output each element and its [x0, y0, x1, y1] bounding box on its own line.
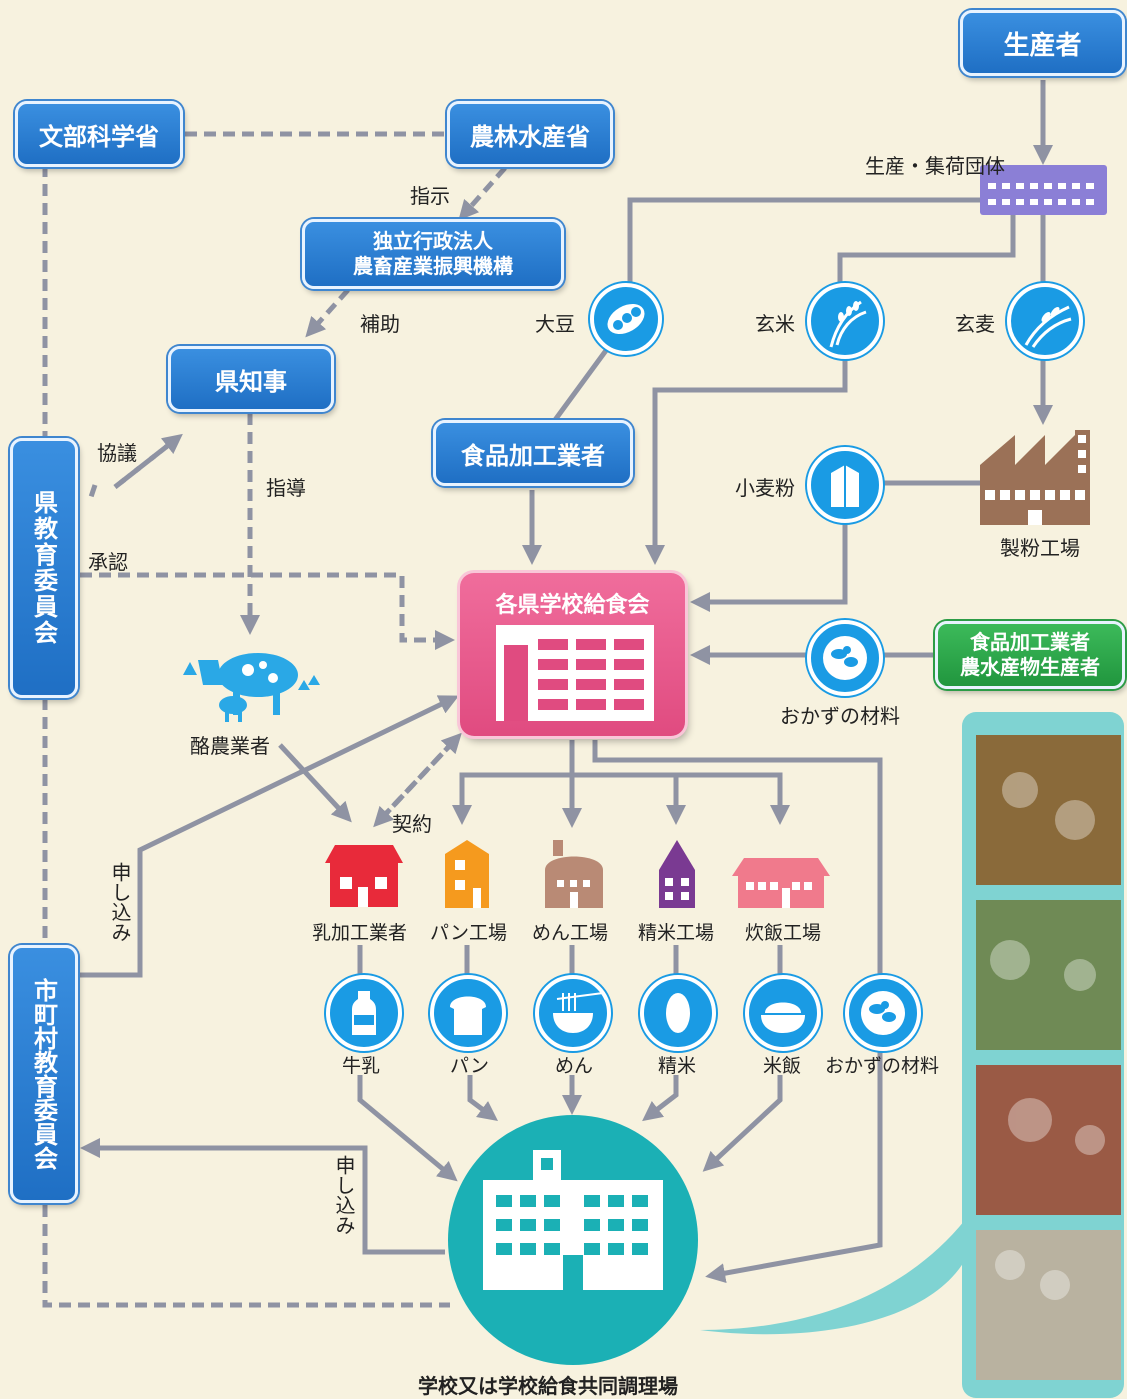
photo-kitchen-staff: [976, 1230, 1121, 1380]
application-label-2: 申し込み: [332, 1155, 356, 1235]
collection-group-building: [980, 165, 1107, 215]
factory-label-dairy: 乳加工業者: [312, 922, 408, 944]
brown-rice-circle: [807, 283, 883, 359]
school-circle: [448, 1115, 698, 1365]
mext-box: 文部科学省: [15, 101, 183, 167]
side-dish-circle-top: [807, 620, 883, 696]
rice-plant-icon: [829, 300, 867, 348]
side-dish-label-top: おかずの材料: [780, 704, 900, 728]
application-label-1: 申し込み: [108, 862, 132, 942]
milk-bottle-icon: [352, 991, 376, 1035]
brown-rice-label: 玄米: [755, 312, 795, 336]
producer-box: 生産者: [960, 10, 1125, 76]
contract-label: 契約: [392, 812, 432, 836]
mext-label: 文部科学省: [39, 122, 159, 151]
factory-label-rice-cook: 炊飯工場: [745, 922, 822, 944]
factory-icon: [980, 430, 1090, 525]
consultation-label: 協議: [97, 441, 137, 465]
photo-children-eating-1: [976, 735, 1121, 885]
rice-cooking-factory-building: [732, 858, 830, 908]
pref-board-box: 県教育委員会: [10, 438, 78, 698]
factory-label-noodle: めん工場: [532, 922, 609, 944]
photo-children-eating-3: [976, 1065, 1121, 1215]
rice-polishing-factory-building: [655, 840, 699, 908]
food-processor-label: 食品加工業者: [461, 441, 605, 470]
wheat-label: 玄麦: [955, 312, 995, 336]
school-building-icon: [483, 1150, 663, 1290]
noodle-circle: [535, 975, 611, 1051]
flour-circle: [807, 447, 883, 523]
soybean-label: 大豆: [535, 312, 575, 336]
item-label-noodle: めん: [555, 1055, 594, 1077]
noodle-bowl-icon: [553, 992, 604, 1033]
soybean-icon: [607, 303, 645, 335]
polished-rice-circle: [640, 975, 716, 1051]
bread-circle: [430, 975, 506, 1051]
bread-factory-icon: [445, 840, 489, 908]
maff-box: 農林水産省: [447, 101, 613, 167]
dairy-farmer-label: 酪農業者: [190, 734, 270, 758]
maff-label: 農林水産省: [470, 122, 590, 151]
governor-box: 県知事: [168, 346, 334, 412]
factory-label-bread: パン工場: [430, 922, 507, 944]
office-building-icon: [496, 625, 654, 721]
guidance-label: 指導: [266, 476, 306, 500]
vegetables-icon: [861, 991, 905, 1035]
rice-factory-icon: [659, 840, 695, 908]
bread-factory-building: [445, 840, 489, 908]
city-board-box: 市町村教育委員会: [10, 945, 78, 1203]
flour-label: 小麦粉: [735, 476, 795, 500]
wheat-circle: [1007, 283, 1083, 359]
item-label-polished-rice: 精米: [658, 1055, 697, 1077]
wheat-icon: [1024, 305, 1072, 348]
side-dish-circle-bottom: [845, 975, 921, 1051]
factory-label-rice-polish: 精米工場: [638, 922, 715, 944]
city-board-label: 市町村教育委員会: [29, 978, 58, 1170]
vegetables-icon: [823, 636, 867, 680]
rice-bowl-icon: [761, 1002, 805, 1033]
flour-bag-icon: [831, 465, 859, 507]
noodle-factory-icon: [545, 840, 603, 908]
item-label-milk: 牛乳: [342, 1055, 381, 1077]
milk-circle: [326, 975, 402, 1051]
soybean-circle: [590, 283, 662, 355]
pref-board-label: 県教育委員会: [29, 490, 58, 646]
item-label-cooked-rice: 米飯: [763, 1055, 802, 1077]
subsidy-label: 補助: [360, 312, 400, 336]
approval-label: 承認: [88, 550, 128, 574]
flour-mill-label: 製粉工場: [1000, 536, 1080, 560]
noodle-factory-building: [545, 840, 603, 908]
dairy-cows-illustration: [178, 640, 328, 725]
food-processor-box: 食品加工業者: [433, 420, 633, 486]
alic-box: 独立行政法人 農畜産業振興機構: [302, 219, 564, 289]
school-lunch-association-label: 各県学校給食会: [495, 593, 650, 618]
collection-group-label: 生産・集荷団体: [865, 154, 1005, 178]
flour-mill-building: [980, 425, 1107, 525]
item-label-bread: パン: [450, 1055, 489, 1077]
processor-farmer-box: 食品加工業者 農水産物生産者: [935, 621, 1125, 689]
school-lunch-association-box: 各県学校給食会: [460, 573, 685, 736]
cow-icon: [183, 653, 320, 722]
rice-grain-icon: [666, 993, 690, 1033]
school-label: 学校又は学校給食共同調理場: [418, 1374, 678, 1398]
rice-cooking-factory-icon: [732, 858, 830, 908]
processor-farmer-label: 食品加工業者 農水産物生産者: [960, 630, 1100, 679]
producer-label: 生産者: [1003, 30, 1082, 61]
dairy-processor-building: [325, 845, 403, 907]
photo-children-eating-2: [976, 900, 1121, 1050]
alic-label: 独立行政法人 農畜産業振興機構: [353, 229, 513, 278]
factory-house-icon: [325, 845, 403, 907]
instruction-label: 指示: [410, 184, 450, 208]
governor-label: 県知事: [215, 367, 287, 396]
item-label-side-dish: おかずの材料: [825, 1055, 940, 1077]
bread-slice-icon: [450, 996, 486, 1035]
cooked-rice-circle: [745, 975, 821, 1051]
